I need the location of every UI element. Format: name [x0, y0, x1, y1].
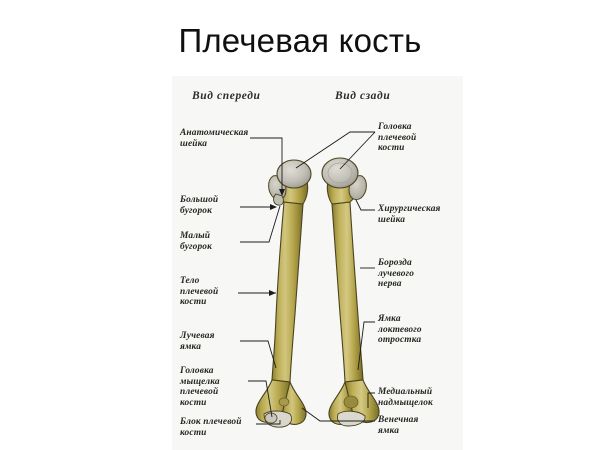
label-capitulum: Головка мыщелка плечевой кости: [180, 366, 220, 408]
label-olecranon-fossa: Ямка локтевого отростка: [378, 314, 422, 346]
leader-lines: [238, 131, 376, 425]
label-humerus-head: Головка плечевой кости: [378, 122, 417, 154]
label-radial-fossa: Лучевая ямка: [180, 331, 215, 352]
view-caption-back: Вид сзади: [335, 90, 391, 102]
page-title: Плечевая кость: [178, 22, 422, 59]
bone-anterior: [255, 159, 312, 428]
label-medial-epicondyle: Медиальный надмыщелок: [378, 387, 433, 408]
bone-posterior: [321, 157, 380, 427]
leader-arrowheads: [269, 189, 285, 296]
label-anatomical-neck: Анатомическая шейка: [180, 128, 249, 149]
anatomy-figure-panel: Вид спереди Вид сзади Анатомическая шейк…: [172, 76, 463, 450]
label-radial-nerve-groove: Борозда лучевого нерва: [378, 258, 415, 290]
label-surgical-neck: Хирургическая шейка: [378, 204, 441, 225]
label-greater-tubercle: Большой бугорок: [180, 195, 219, 216]
label-humerus-body: Тело плечевой кости: [180, 276, 219, 308]
label-trochlea: Блок плечевой кости: [180, 417, 242, 438]
humerus-illustration: [238, 131, 380, 428]
label-lesser-tubercle: Малый бугорок: [180, 231, 213, 252]
label-coronoid-fossa: Венечная ямка: [378, 415, 419, 436]
view-caption-front: Вид спереди: [192, 90, 261, 102]
